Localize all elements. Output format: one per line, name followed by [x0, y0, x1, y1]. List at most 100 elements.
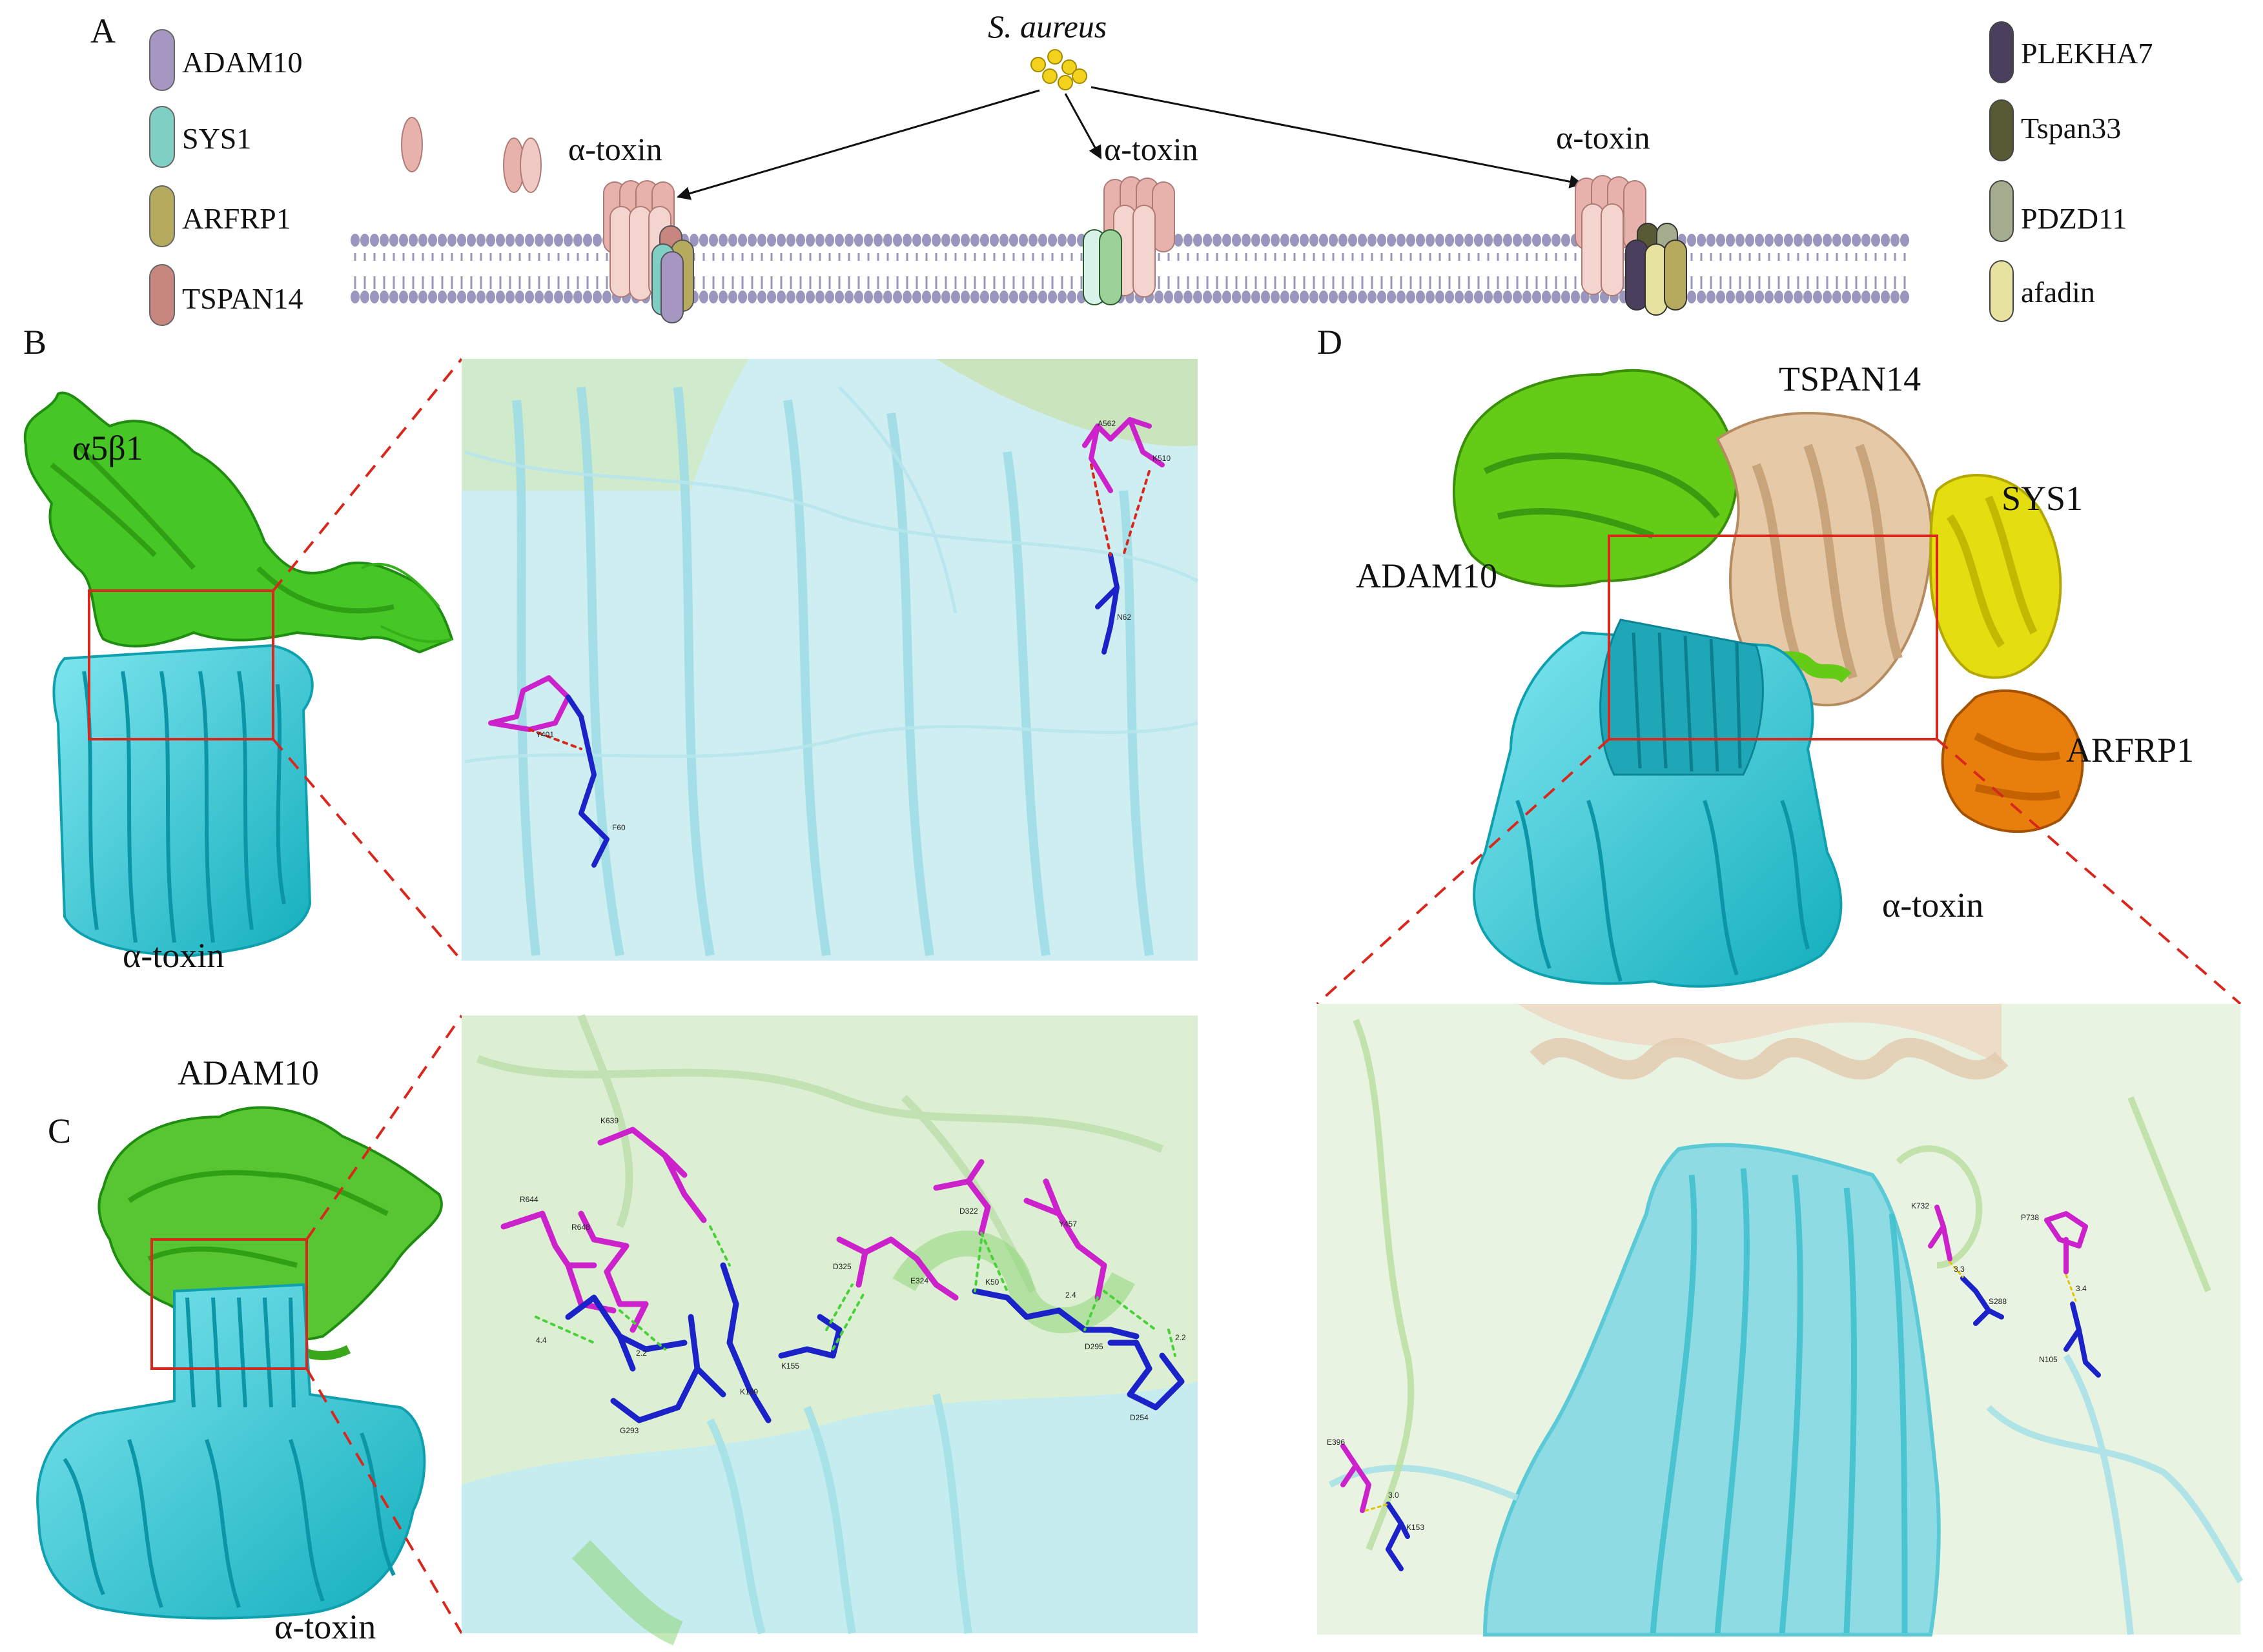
lipid-head: [951, 291, 960, 303]
lipid-head: [1464, 291, 1473, 303]
distance-label-d-1: 3.0: [1388, 1491, 1399, 1500]
lipid-head: [1532, 234, 1541, 247]
lipid-head: [1551, 234, 1561, 247]
lipid-head: [1765, 234, 1774, 247]
lipid-head: [1300, 234, 1309, 247]
lipid-head: [690, 234, 699, 247]
lipid-head: [1358, 234, 1367, 247]
lipid-head: [1484, 234, 1493, 247]
lipid-head: [1823, 291, 1832, 303]
lipid-head: [1416, 291, 1425, 303]
lipid-head: [1019, 234, 1028, 247]
lipid-head: [854, 234, 863, 247]
lipid-head: [1881, 234, 1890, 247]
lipid-head: [874, 234, 883, 247]
distance-label-d-2: 3.3: [1954, 1265, 1965, 1274]
lipid-head: [1852, 291, 1861, 303]
lipid-head: [457, 291, 466, 303]
lipid-head: [1377, 234, 1386, 247]
lipid-head: [1406, 291, 1415, 303]
lipid-head: [506, 291, 515, 303]
lipid-head: [1726, 234, 1735, 247]
lipid-head: [1058, 291, 1067, 303]
panel-b-zoom-line-top: [272, 358, 463, 592]
lipid-head: [1397, 291, 1406, 303]
toxin-label-1: α-toxin: [568, 131, 662, 167]
panel-b-zoom-view: [462, 359, 1199, 961]
lipid-head: [1019, 291, 1028, 303]
lipid-head: [835, 234, 844, 247]
receptor-complex-3: [1625, 223, 1687, 316]
lipid-head: [1803, 291, 1812, 303]
lipid-head: [1387, 234, 1396, 247]
lipid-head: [1261, 234, 1270, 247]
lipid-head: [1174, 234, 1183, 247]
lipid-head: [777, 234, 786, 247]
lipid-head: [1067, 234, 1076, 247]
lipid-head: [554, 234, 563, 247]
lipid-head: [1861, 234, 1870, 247]
toxin-pore-3: [1575, 175, 1646, 296]
lipid-head: [1435, 234, 1444, 247]
lipid-head: [602, 291, 611, 303]
lipid-head: [1736, 291, 1745, 303]
lipid-head: [1522, 291, 1531, 303]
lipid-head: [864, 234, 873, 247]
lipid-head: [806, 291, 815, 303]
panel-d-zoom-box: [1608, 535, 1938, 740]
lipid-head: [1445, 291, 1454, 303]
lipid-head: [893, 291, 902, 303]
distance-label-d-3: 3.4: [2076, 1284, 2087, 1293]
panel-d-label-tspan14: TSPAN14: [1779, 360, 1921, 398]
lipid-head: [961, 291, 970, 303]
lipid-head: [1900, 234, 1909, 247]
lipid-head: [1193, 291, 1202, 303]
residue-label-b-2: K510: [1152, 454, 1171, 463]
lipid-head: [815, 291, 824, 303]
lipid-head: [1251, 291, 1260, 303]
lipid-head: [825, 291, 834, 303]
residue-label-b-5: Y401: [536, 730, 554, 739]
legend-right: PLEKHA7 Tspan33 PDZD11 afadin: [1989, 21, 2153, 322]
panel-b-receptor-label: α5β1: [72, 429, 143, 467]
residue-label-d-2: P738: [2021, 1213, 2039, 1222]
panel-d-label-adam10: ADAM10: [1356, 556, 1497, 595]
lipid-head: [438, 234, 447, 247]
lipid-head: [1871, 291, 1880, 303]
residue-label-c-2: D322: [959, 1207, 978, 1216]
lipid-head: [1213, 291, 1222, 303]
lipid-head: [1765, 291, 1774, 303]
alpha-toxin-structure-b: [52, 644, 314, 957]
lipid-head: [1871, 234, 1880, 247]
lipid-head: [719, 291, 728, 303]
lipid-head: [951, 234, 960, 247]
lipid-head: [1222, 234, 1231, 247]
lipid-head: [922, 234, 931, 247]
lipid-head: [1319, 234, 1328, 247]
legend-swatch-afadin: [1989, 260, 2014, 322]
lipid-head: [1503, 234, 1512, 247]
lipid-head: [496, 234, 505, 247]
lipid-head: [1687, 234, 1696, 247]
lipid-head: [1242, 234, 1251, 247]
lipid-head: [1029, 291, 1038, 303]
lipid-head: [1338, 291, 1347, 303]
lipid-head: [1154, 291, 1163, 303]
lipid-head: [1377, 291, 1386, 303]
lipid-head: [389, 291, 398, 303]
lipid-head: [1358, 291, 1367, 303]
lipid-head: [1755, 291, 1764, 303]
lipid-head: [1542, 234, 1551, 247]
toxin-arrows: [676, 86, 1584, 200]
lipid-head: [1745, 234, 1754, 247]
lipid-head: [525, 234, 534, 247]
panel-d-label-sys1: SYS1: [2002, 479, 2083, 518]
lipid-head: [1009, 291, 1018, 303]
lipid-head: [990, 291, 999, 303]
lipid-head: [1852, 234, 1861, 247]
lipid-head: [990, 234, 999, 247]
lipid-head: [515, 291, 524, 303]
distance-label-c-1: 4.4: [536, 1336, 547, 1345]
lipid-head: [1687, 291, 1696, 303]
